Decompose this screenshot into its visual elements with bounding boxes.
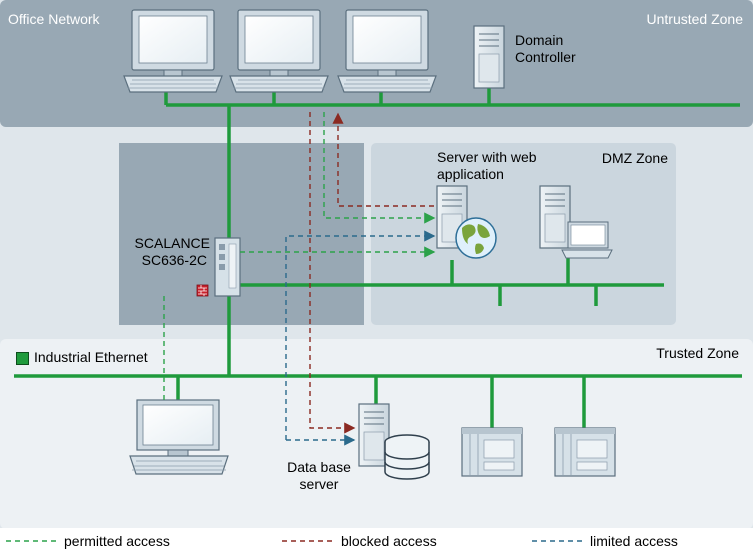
- domain-controller-icon: [473, 25, 505, 89]
- firewall-label-line2: SC636-2C: [141, 252, 207, 268]
- web-server-label-line1: Server with web: [437, 149, 537, 165]
- untrusted-zone-label: Untrusted Zone: [646, 11, 744, 27]
- office-pc-3-icon: [337, 9, 437, 93]
- firewall-label-line1: SCALANCE: [134, 235, 210, 251]
- plc-1-icon: [461, 427, 523, 477]
- limited-access-paths: [285, 230, 436, 446]
- engineering-pc-icon: [129, 399, 229, 475]
- industrial-ethernet-swatch: [16, 352, 29, 365]
- db-server-label-line1: Data base: [287, 459, 351, 475]
- dmz-zone-label: DMZ Zone: [601, 150, 668, 166]
- scalance-firewall-icon: [196, 237, 241, 297]
- plc-2-icon: [554, 427, 616, 477]
- legend-limited-label: limited access: [590, 533, 678, 549]
- trusted-zone-label: Trusted Zone: [656, 345, 739, 361]
- legend-blocked-label: blocked access: [341, 533, 437, 549]
- legend-strip: [0, 528, 753, 550]
- dmz-workstation-tower-icon: [539, 185, 571, 249]
- office-network-label: Office Network: [8, 11, 100, 27]
- dmz-zone: [371, 143, 676, 325]
- domain-controller-label-line1: Domain: [515, 32, 564, 48]
- web-server-label-line2: application: [437, 166, 504, 182]
- office-pc-2-icon: [229, 9, 329, 93]
- db-server-label-line2: server: [299, 476, 339, 492]
- domain-controller-label-line2: Controller: [515, 49, 576, 65]
- dmz-workstation-monitor-icon: [561, 221, 613, 259]
- globe-icon: [455, 217, 497, 259]
- legend-permitted-label: permitted access: [64, 533, 170, 549]
- database-icon: [384, 434, 430, 480]
- firewall-zone: [119, 143, 364, 325]
- office-pc-1-icon: [123, 9, 223, 93]
- blocked-access-paths: [309, 112, 434, 434]
- industrial-ethernet-label: Industrial Ethernet: [34, 349, 148, 365]
